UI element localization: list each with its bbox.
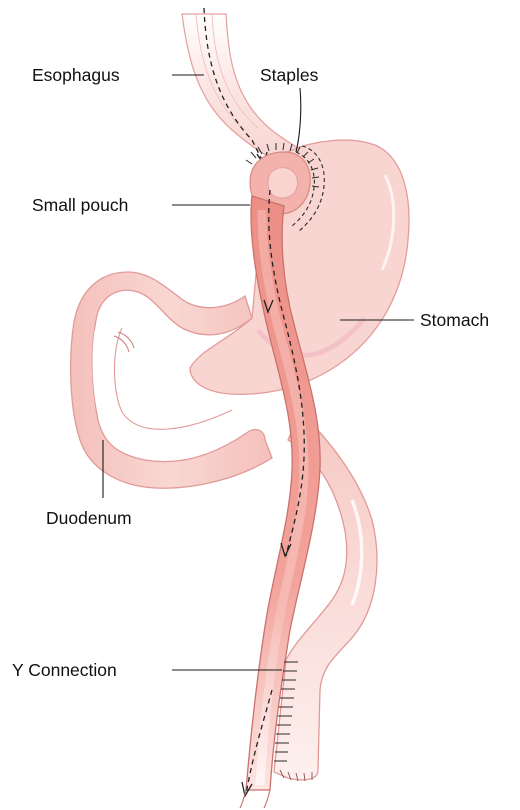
label-y-connection: Y Connection — [12, 660, 117, 680]
esophagus-tube — [182, 14, 298, 158]
esophagus — [182, 8, 298, 165]
leader-staples — [296, 88, 301, 152]
roux-limb-bottom-edge-left — [240, 790, 246, 808]
label-duodenum: Duodenum — [46, 508, 132, 528]
label-esophagus: Esophagus — [32, 65, 120, 85]
pouch-inner — [268, 168, 298, 198]
label-small-pouch: Small pouch — [32, 195, 128, 215]
label-stomach: Stomach — [420, 310, 489, 330]
label-staples: Staples — [260, 65, 319, 85]
roux-limb-bottom-edge-right — [264, 790, 270, 808]
